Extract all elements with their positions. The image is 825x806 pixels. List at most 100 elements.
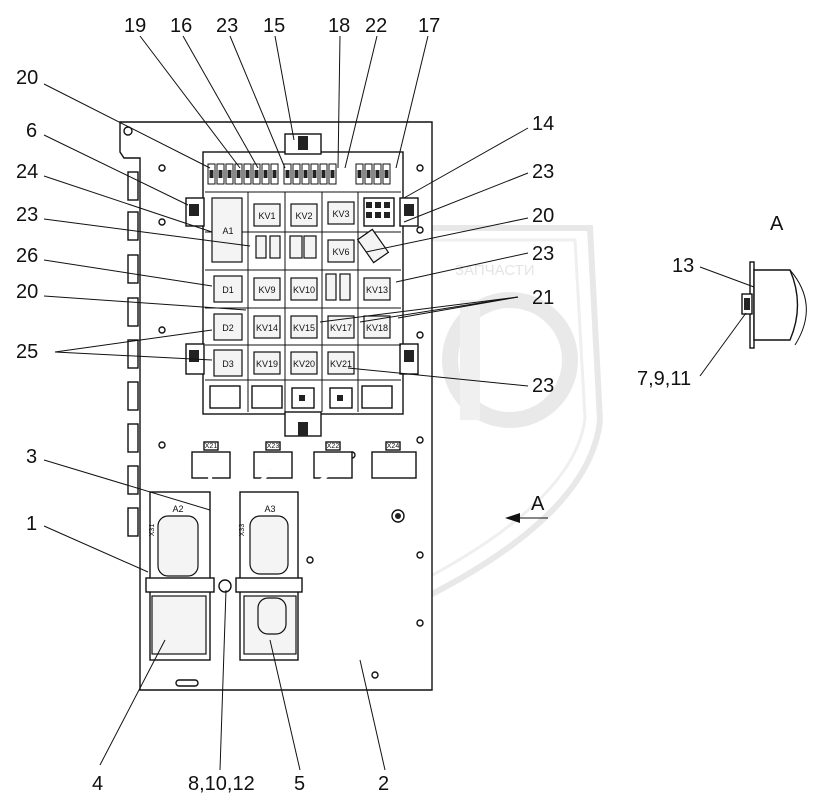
label-kv19: KV19 <box>256 359 278 369</box>
fuse-element <box>272 170 277 178</box>
callout-14: 14 <box>532 113 554 135</box>
callout-5: 5 <box>294 773 305 795</box>
detail-title: A <box>770 213 784 235</box>
label-x22: X22 <box>327 443 340 450</box>
relay-kv2 <box>290 203 318 227</box>
callout-3: 3 <box>26 446 37 468</box>
label-kv18: KV18 <box>366 323 388 333</box>
callout-16: 16 <box>170 15 192 37</box>
callout-26: 26 <box>16 245 38 267</box>
label-kv6: KV6 <box>332 247 349 257</box>
fuse-element <box>312 170 317 178</box>
terminal-cluster <box>363 197 395 227</box>
callout-21: 21 <box>532 287 554 309</box>
label-kv9: KV9 <box>258 285 275 295</box>
callout-23-right-c: 23 <box>532 375 554 397</box>
fuse-element <box>366 170 371 178</box>
relay-kv5 <box>269 235 281 259</box>
callout-4: 4 <box>92 773 103 795</box>
fuse-element <box>209 170 214 178</box>
relay-kv10 <box>290 277 318 301</box>
section-arrow: A <box>505 493 548 523</box>
callout-2: 2 <box>378 773 389 795</box>
relay-kv4 <box>255 235 267 259</box>
callout-8-10-12: 8,10,12 <box>188 773 255 795</box>
label-x21: X21 <box>205 443 218 450</box>
fuse-element <box>384 170 389 178</box>
label-x33: X33 <box>239 524 246 537</box>
label-kv14: KV14 <box>256 323 278 333</box>
relay-kv3 <box>327 201 355 225</box>
label-kv17: KV17 <box>330 323 352 333</box>
callout-22: 22 <box>365 15 387 37</box>
relay-kv17 <box>327 315 355 339</box>
fuse-row <box>207 163 391 185</box>
label-x24: X24 <box>387 443 400 450</box>
relay-block: A1 KV1 KV2 KV3 KV6 D1 KV9 KV10 KV13 <box>185 133 419 437</box>
fuse-element <box>263 170 268 178</box>
callout-1: 1 <box>26 513 37 535</box>
relay-kv20 <box>290 351 318 375</box>
module-a1 <box>211 197 243 263</box>
label-x23: X23 <box>267 443 280 450</box>
label-x31: X31 <box>149 524 156 537</box>
callout-20-b: 20 <box>16 281 38 303</box>
fuse-element <box>330 170 335 178</box>
relay-grid <box>205 191 401 412</box>
relay-kv21 <box>327 351 355 375</box>
fuse-element <box>303 170 308 178</box>
callouts-top: 19 16 23 15 18 22 17 <box>124 15 440 37</box>
leader-lines <box>43 35 529 771</box>
label-kv2: KV2 <box>295 211 312 221</box>
relay-kv6 <box>327 239 355 263</box>
detail-label-7-9-11: 7,9,11 <box>637 368 691 390</box>
label-kv21: KV21 <box>330 359 352 369</box>
detail-view-a: A 13 7,9,11 <box>637 213 807 390</box>
fuse-element <box>218 170 223 178</box>
callouts-left: 20 6 24 23 26 20 25 3 1 4 8,10,12 5 2 <box>16 67 389 795</box>
label-a1: A1 <box>222 226 233 236</box>
label-kv20: KV20 <box>293 359 315 369</box>
callout-20-a: 20 <box>16 67 38 89</box>
label-kv3: KV3 <box>332 209 349 219</box>
callout-15: 15 <box>263 15 285 37</box>
callout-19: 19 <box>124 15 146 37</box>
panel-edge-tabs <box>127 171 139 537</box>
unit-a3: A3 X33 <box>235 491 303 661</box>
relay-kv11 <box>325 273 337 301</box>
unit-a2: A2 X31 <box>145 491 215 661</box>
fuse-element <box>321 170 326 178</box>
label-a3: A3 <box>264 504 275 514</box>
label-kv15: KV15 <box>293 323 315 333</box>
label-kv10: KV10 <box>293 285 315 295</box>
diode-d3 <box>213 349 243 377</box>
callout-24: 24 <box>16 161 38 183</box>
callout-20-c: 20 <box>532 205 554 227</box>
callout-23-right-b: 23 <box>532 243 554 265</box>
callout-18: 18 <box>328 15 350 37</box>
bottom-terminals <box>209 385 393 409</box>
fuse-diagonal <box>356 228 390 264</box>
fuse-element <box>357 170 362 178</box>
callout-17: 17 <box>418 15 440 37</box>
label-kv13: KV13 <box>366 285 388 295</box>
detail-label-13: 13 <box>672 255 694 277</box>
callout-23-left: 23 <box>16 204 38 226</box>
relay-kv7 <box>289 235 303 259</box>
callout-23-top: 23 <box>216 15 238 37</box>
fuse-element <box>375 170 380 178</box>
fuse-element <box>227 170 232 178</box>
relay-kv12 <box>339 273 351 301</box>
fuse-element <box>245 170 250 178</box>
fuse-element <box>285 170 290 178</box>
callout-6: 6 <box>26 120 37 142</box>
callout-25: 25 <box>16 341 38 363</box>
fuse-element <box>294 170 299 178</box>
diode-d2 <box>213 313 243 341</box>
mounting-holes <box>123 126 424 687</box>
relay-kv8 <box>303 235 317 259</box>
fuse-element <box>236 170 241 178</box>
relay-kv1 <box>253 203 281 227</box>
